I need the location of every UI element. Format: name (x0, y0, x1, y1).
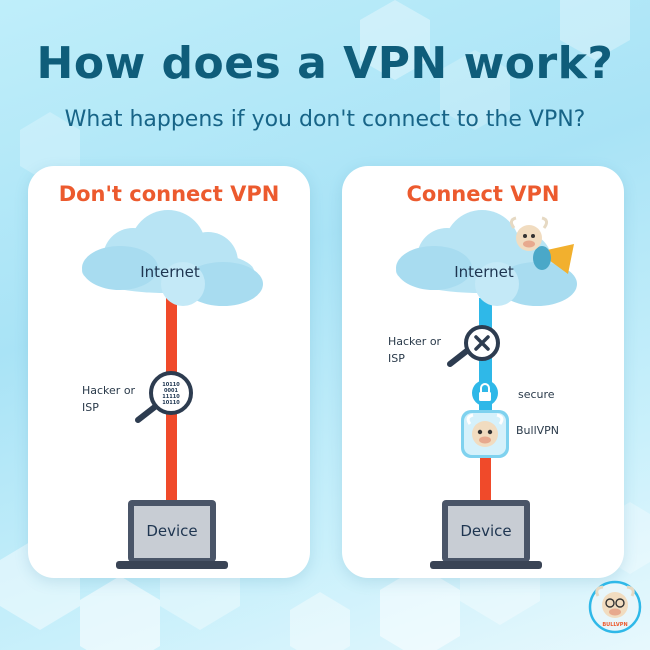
bull-mascot-icon (509, 216, 574, 274)
app-label: BullVPN (516, 424, 560, 437)
cloud-label: Internet (454, 263, 514, 281)
intercepted-data: 10110 0001 11110 10110 (162, 382, 180, 406)
bullvpn-app-icon (461, 410, 509, 458)
panel-heading: Don't connect VPN (58, 182, 280, 206)
magnifier-icon (135, 371, 193, 423)
device-label: Device (460, 522, 512, 540)
page-subtitle: What happens if you don't connect to the… (64, 107, 586, 132)
cloud-icon (82, 210, 263, 306)
page-title: How does a VPN work? (36, 38, 614, 89)
cloud-icon (396, 210, 577, 306)
bullvpn-logo-icon: BULLVPN (588, 580, 642, 634)
panel-vpn: Connect VPN (342, 166, 624, 578)
panel-no-vpn: Don't connect VPN Internet 10110 0001 (28, 166, 310, 578)
secure-label: secure (518, 388, 555, 401)
laptop-icon (430, 500, 542, 569)
interceptor-label: Hacker or ISP (388, 335, 442, 365)
vpn-diagram (396, 210, 577, 569)
no-vpn-diagram (82, 210, 263, 569)
device-label: Device (146, 522, 198, 540)
blocked-magnifier-icon (447, 325, 500, 367)
laptop-icon (116, 500, 228, 569)
lock-icon (472, 380, 498, 406)
interceptor-label: Hacker or ISP (82, 384, 136, 414)
device-connection-line (480, 456, 491, 500)
logo-wordmark: BULLVPN (602, 622, 627, 628)
panel-heading: Connect VPN (406, 182, 560, 206)
cloud-label: Internet (140, 263, 200, 281)
